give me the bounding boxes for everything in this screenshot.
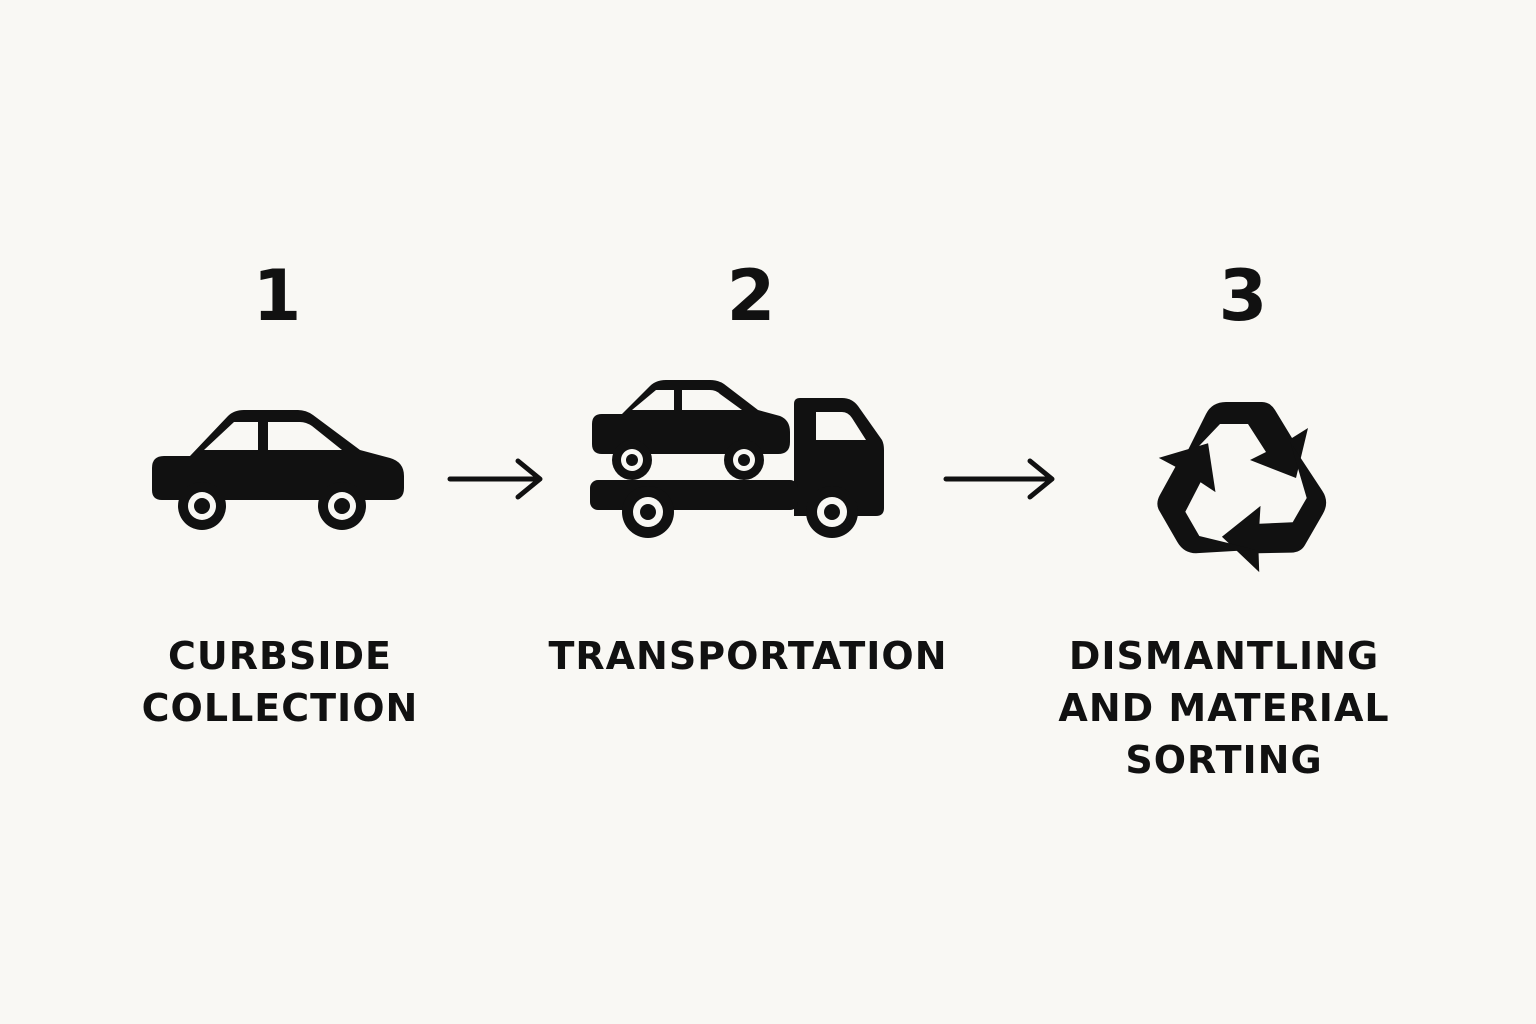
step-3-label-line-3: SORTING <box>1125 738 1323 782</box>
arrow-right-icon <box>447 458 543 500</box>
step-2-label: TRANSPORTATION <box>548 630 948 682</box>
step-2-number: 2 <box>726 255 776 337</box>
step-1-label: CURBSIDE COLLECTION <box>80 630 480 734</box>
step-3-label-line-1: DISMANTLING <box>1068 634 1380 678</box>
car-icon <box>152 410 404 530</box>
step-2-label-line-1: TRANSPORTATION <box>548 634 948 678</box>
step-3-label-line-2: AND MATERIAL <box>1058 686 1390 730</box>
step-3-label: DISMANTLING AND MATERIAL SORTING <box>1024 630 1424 786</box>
tow-truck-icon <box>590 380 884 538</box>
step-1-label-line-2: COLLECTION <box>141 686 419 730</box>
recycle-icon <box>1157 402 1327 573</box>
step-1-number: 1 <box>252 255 302 337</box>
arrow-right-icon <box>943 458 1055 500</box>
step-3-number: 3 <box>1218 255 1268 337</box>
step-1-label-line-1: CURBSIDE <box>168 634 392 678</box>
